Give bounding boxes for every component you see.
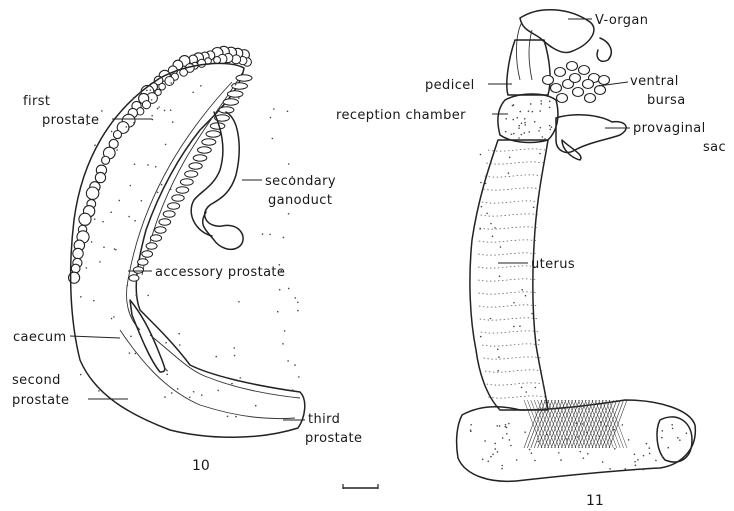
uterus-segmentation [478,149,545,398]
pedicel [507,40,550,95]
label-second-prostate-2: prostate [12,393,69,408]
label-first-prostate-1: first [23,94,50,109]
label-secondary-ganoduct-1: secondary [265,174,336,189]
label-accessory-prostate: accessory prostate [155,265,285,280]
v-organ [520,10,594,53]
label-third-prostate-2: prostate [305,431,362,446]
label-second-prostate-1: second [12,373,61,388]
label-ventral-bursa-2: bursa [647,93,686,108]
label-pedicel: pedicel [425,78,475,93]
label-ventral-bursa-1: ventral [630,74,679,89]
caecum-loop [130,300,165,372]
second-prostate-fold-2 [120,330,295,419]
figure-10-stipple [80,82,300,417]
label-third-prostate-1: third [308,412,340,427]
label-reception-chamber: reception chamber [336,108,466,123]
uterus-base-cap [657,417,692,462]
label-provaginal-sac-2: sac [703,140,726,155]
provaginal-sac [556,115,626,153]
label-provaginal-sac-1: provaginal [633,121,706,136]
gland-outline [71,63,305,437]
figure-11-stipple [470,100,687,470]
figure-10-drawing [69,46,305,437]
label-caecum: caecum [13,330,67,345]
figure-10-number: 10 [192,458,210,474]
provaginal-sac-bulb [562,140,581,160]
label-v-organ: V-organ [595,13,648,28]
uterus [470,140,548,410]
figure-11-number: 11 [586,493,604,509]
label-first-prostate-2: prostate [42,113,99,128]
label-uterus: uterus [531,257,575,272]
label-secondary-ganoduct-2: ganoduct [268,193,332,208]
